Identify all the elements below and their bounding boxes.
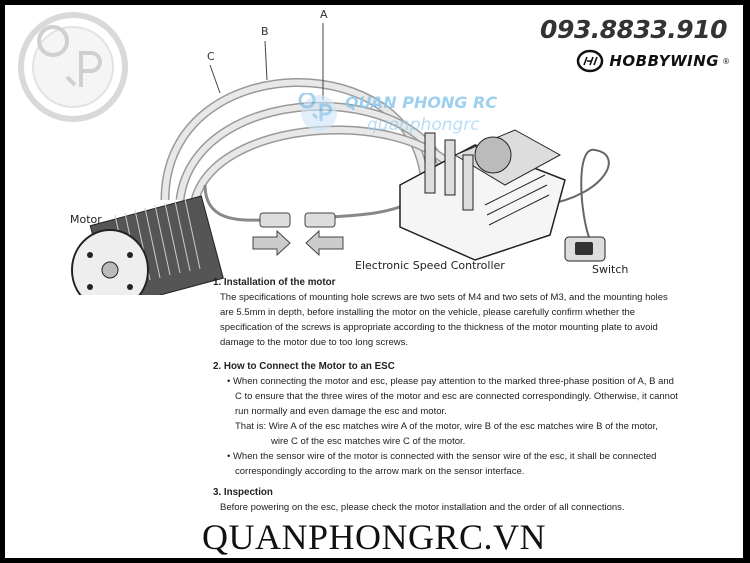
wire-label-c: C: [207, 50, 215, 63]
registered-mark: ®: [723, 56, 729, 66]
switch-label: Switch: [592, 263, 629, 276]
section-connect: 2. How to Connect the Motor to an ESC • …: [213, 359, 738, 479]
section-inspection: 3. Inspection Before powering on the esc…: [213, 485, 738, 515]
text-line: C to ensure that the three wires of the …: [235, 391, 678, 402]
website-watermark: QUANPHONGRC.VN: [201, 517, 547, 557]
text-line: The specifications of mounting hole scre…: [220, 292, 668, 303]
text-line: correspondingly according to the arrow m…: [235, 466, 525, 477]
watermark-qp-icon: [298, 93, 337, 131]
brand-name: HOBBYWING: [609, 52, 720, 70]
wiring-diagram: [18, 12, 610, 295]
watermark-subtitle: quanphongrc: [367, 115, 480, 135]
arrow-icons: [252, 229, 344, 257]
motor-illustration: [71, 195, 224, 295]
text-line: are 5.5mm in depth, before installing th…: [220, 307, 636, 318]
text-line: run normally and even damage the esc and…: [235, 406, 447, 417]
section-title: 1. Installation of the motor: [213, 277, 336, 288]
motor-label: Motor: [70, 213, 102, 226]
text-line: specification of the screws is appropria…: [220, 322, 658, 333]
manual-page: A B C Motor Electronic Speed Controller …: [5, 5, 743, 558]
text-line: Before powering on the esc, please check…: [220, 502, 625, 513]
esc-illustration: [399, 129, 566, 261]
text-line: wire C of the esc matches wire C of the …: [271, 436, 466, 447]
hobbywing-logo: HOBBYWING ®: [575, 49, 729, 73]
switch-illustration: [564, 236, 606, 262]
esc-label: Electronic Speed Controller: [355, 259, 505, 272]
text-line: damage to the motor due to too long scre…: [220, 337, 408, 348]
watermark-title: QUAN PHONG RC: [345, 93, 498, 112]
text-line: That is: Wire A of the esc matches wire …: [235, 421, 658, 432]
section-installation: 1. Installation of the motor The specifi…: [213, 275, 738, 350]
sensor-connector: [259, 212, 336, 228]
wire-label-a: A: [320, 8, 328, 21]
section-title: 2. How to Connect the Motor to an ESC: [213, 361, 395, 372]
quanphong-logo: [18, 12, 128, 122]
text-line: • When the sensor wire of the motor is c…: [227, 451, 657, 462]
wire-label-b: B: [261, 25, 269, 38]
phone-number: 093.8833.910: [540, 15, 727, 44]
hobbywing-emblem-icon: [577, 49, 604, 73]
text-line: • When connecting the motor and esc, ple…: [227, 376, 674, 387]
section-title: 3. Inspection: [213, 487, 273, 498]
